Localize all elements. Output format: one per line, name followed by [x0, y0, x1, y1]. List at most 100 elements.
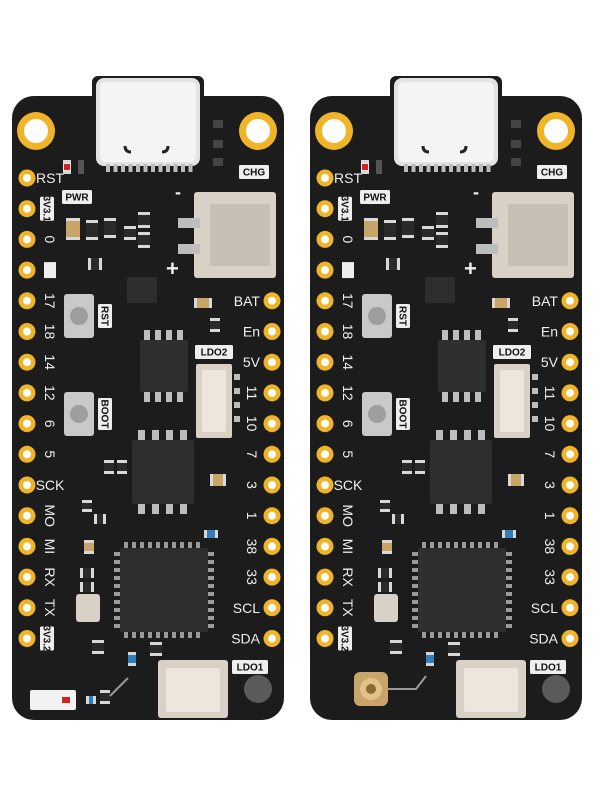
- pin-label-box-text: 3V3.2: [41, 625, 52, 652]
- smd-component: [88, 258, 102, 270]
- ldo1-label-bg: [530, 660, 566, 674]
- chip-pin: [494, 542, 498, 548]
- battery-plus-label: +: [464, 256, 477, 281]
- chg-label-bg: [239, 165, 269, 179]
- chip-pin: [124, 632, 128, 638]
- pad-hole: [566, 419, 574, 428]
- smd-body: [92, 640, 104, 654]
- usb-pin: [143, 164, 148, 172]
- bottom-connector: [158, 660, 228, 718]
- smd-terminal: [138, 245, 150, 248]
- side-connector-pin: [532, 402, 538, 408]
- pin-label-box: 3V3.1: [40, 196, 54, 222]
- smd-terminal: [91, 568, 94, 578]
- chip-pin: [506, 592, 512, 596]
- smd-terminal: [92, 640, 104, 643]
- pwr-label-text: PWR: [363, 193, 387, 204]
- usb-pin: [158, 164, 163, 172]
- usb-pin: [128, 164, 133, 172]
- smd-terminal: [364, 237, 378, 240]
- smd-terminal: [63, 171, 71, 174]
- pad-hole: [321, 235, 329, 244]
- board-right: RST3V3.101718141265SCKMOMIRXTX3V3.2BATEn…: [310, 76, 582, 720]
- pin-label: 18: [42, 324, 58, 340]
- smd-terminal: [508, 329, 518, 332]
- mcu-chip: [418, 548, 506, 632]
- smd-terminal: [436, 212, 448, 215]
- pin-label: 6: [340, 420, 356, 428]
- pin-pad: [18, 537, 36, 555]
- smd-body: [104, 460, 114, 474]
- smd-terminal: [382, 551, 392, 554]
- pin-pad: [316, 169, 334, 187]
- antenna-mark: [62, 697, 70, 703]
- chip-pin: [164, 542, 168, 548]
- smd-terminal: [415, 460, 425, 463]
- chip-pin: [453, 392, 459, 402]
- smd-terminal: [128, 663, 136, 666]
- smd-terminal: [82, 500, 92, 503]
- smd-body: [210, 474, 226, 486]
- ldo2-chip: [438, 340, 486, 392]
- chg-label-text: CHG: [243, 168, 265, 179]
- chip-pin: [166, 504, 173, 514]
- pin-label: 38: [542, 539, 558, 555]
- smd-terminal: [378, 568, 381, 578]
- smd-body: [378, 582, 392, 592]
- pad-hole: [268, 358, 276, 367]
- smd-component: [86, 220, 98, 240]
- smd-component: [402, 460, 412, 474]
- usb-pin: [471, 164, 476, 172]
- smd-terminal: [194, 298, 197, 308]
- pin-pad: [18, 323, 36, 340]
- pwr-led: [362, 164, 368, 170]
- smd-body: [100, 690, 110, 704]
- ldo1-label-bg: [232, 660, 268, 674]
- pad-hole: [23, 266, 31, 275]
- smd-terminal: [210, 329, 220, 332]
- antenna-body: [30, 690, 76, 710]
- pad-hole: [566, 603, 574, 612]
- chip-pin: [124, 542, 128, 548]
- pad-hole: [566, 327, 574, 336]
- smd-terminal: [436, 225, 448, 228]
- chip-pin: [475, 330, 481, 340]
- smd-component: [426, 652, 434, 666]
- smd-body: [390, 640, 402, 654]
- bottom-connector: [456, 660, 526, 718]
- smd-body: [88, 258, 102, 270]
- pin-pad: [18, 568, 36, 586]
- smd-terminal: [380, 500, 390, 503]
- pin-pad: [561, 599, 579, 617]
- chip-pin: [180, 542, 184, 548]
- chip-pin: [208, 600, 214, 604]
- ldo1-label: LDO1: [232, 660, 268, 674]
- pad-hole: [321, 603, 329, 612]
- pin-pad: [316, 568, 334, 586]
- pin-pad: [561, 415, 579, 433]
- boot-label: BOOT: [98, 398, 112, 430]
- smd-capacitor: [364, 218, 378, 240]
- smd-terminal: [402, 471, 412, 474]
- smd-body: [204, 530, 218, 538]
- pin-pad: [18, 599, 36, 617]
- smd-terminal: [104, 218, 116, 221]
- smd-terminal: [91, 582, 94, 592]
- usb-pin: [464, 164, 468, 172]
- mounting-hole: [537, 112, 575, 150]
- pad-hole: [321, 327, 329, 336]
- smd-body: [150, 642, 162, 656]
- smd-terminal: [382, 540, 392, 543]
- chip-pin: [464, 392, 470, 402]
- boot-button: [362, 392, 392, 436]
- usb-pin: [486, 164, 491, 172]
- usb-pin: [121, 164, 125, 172]
- side-connector-pin: [234, 388, 240, 394]
- smd-terminal: [128, 652, 136, 655]
- smd-terminal: [436, 232, 448, 235]
- chip-pin: [114, 600, 120, 604]
- chip-pin: [442, 392, 448, 402]
- pin-pad: [18, 445, 36, 463]
- pin-pad: [316, 630, 334, 647]
- smd-body: [194, 298, 212, 308]
